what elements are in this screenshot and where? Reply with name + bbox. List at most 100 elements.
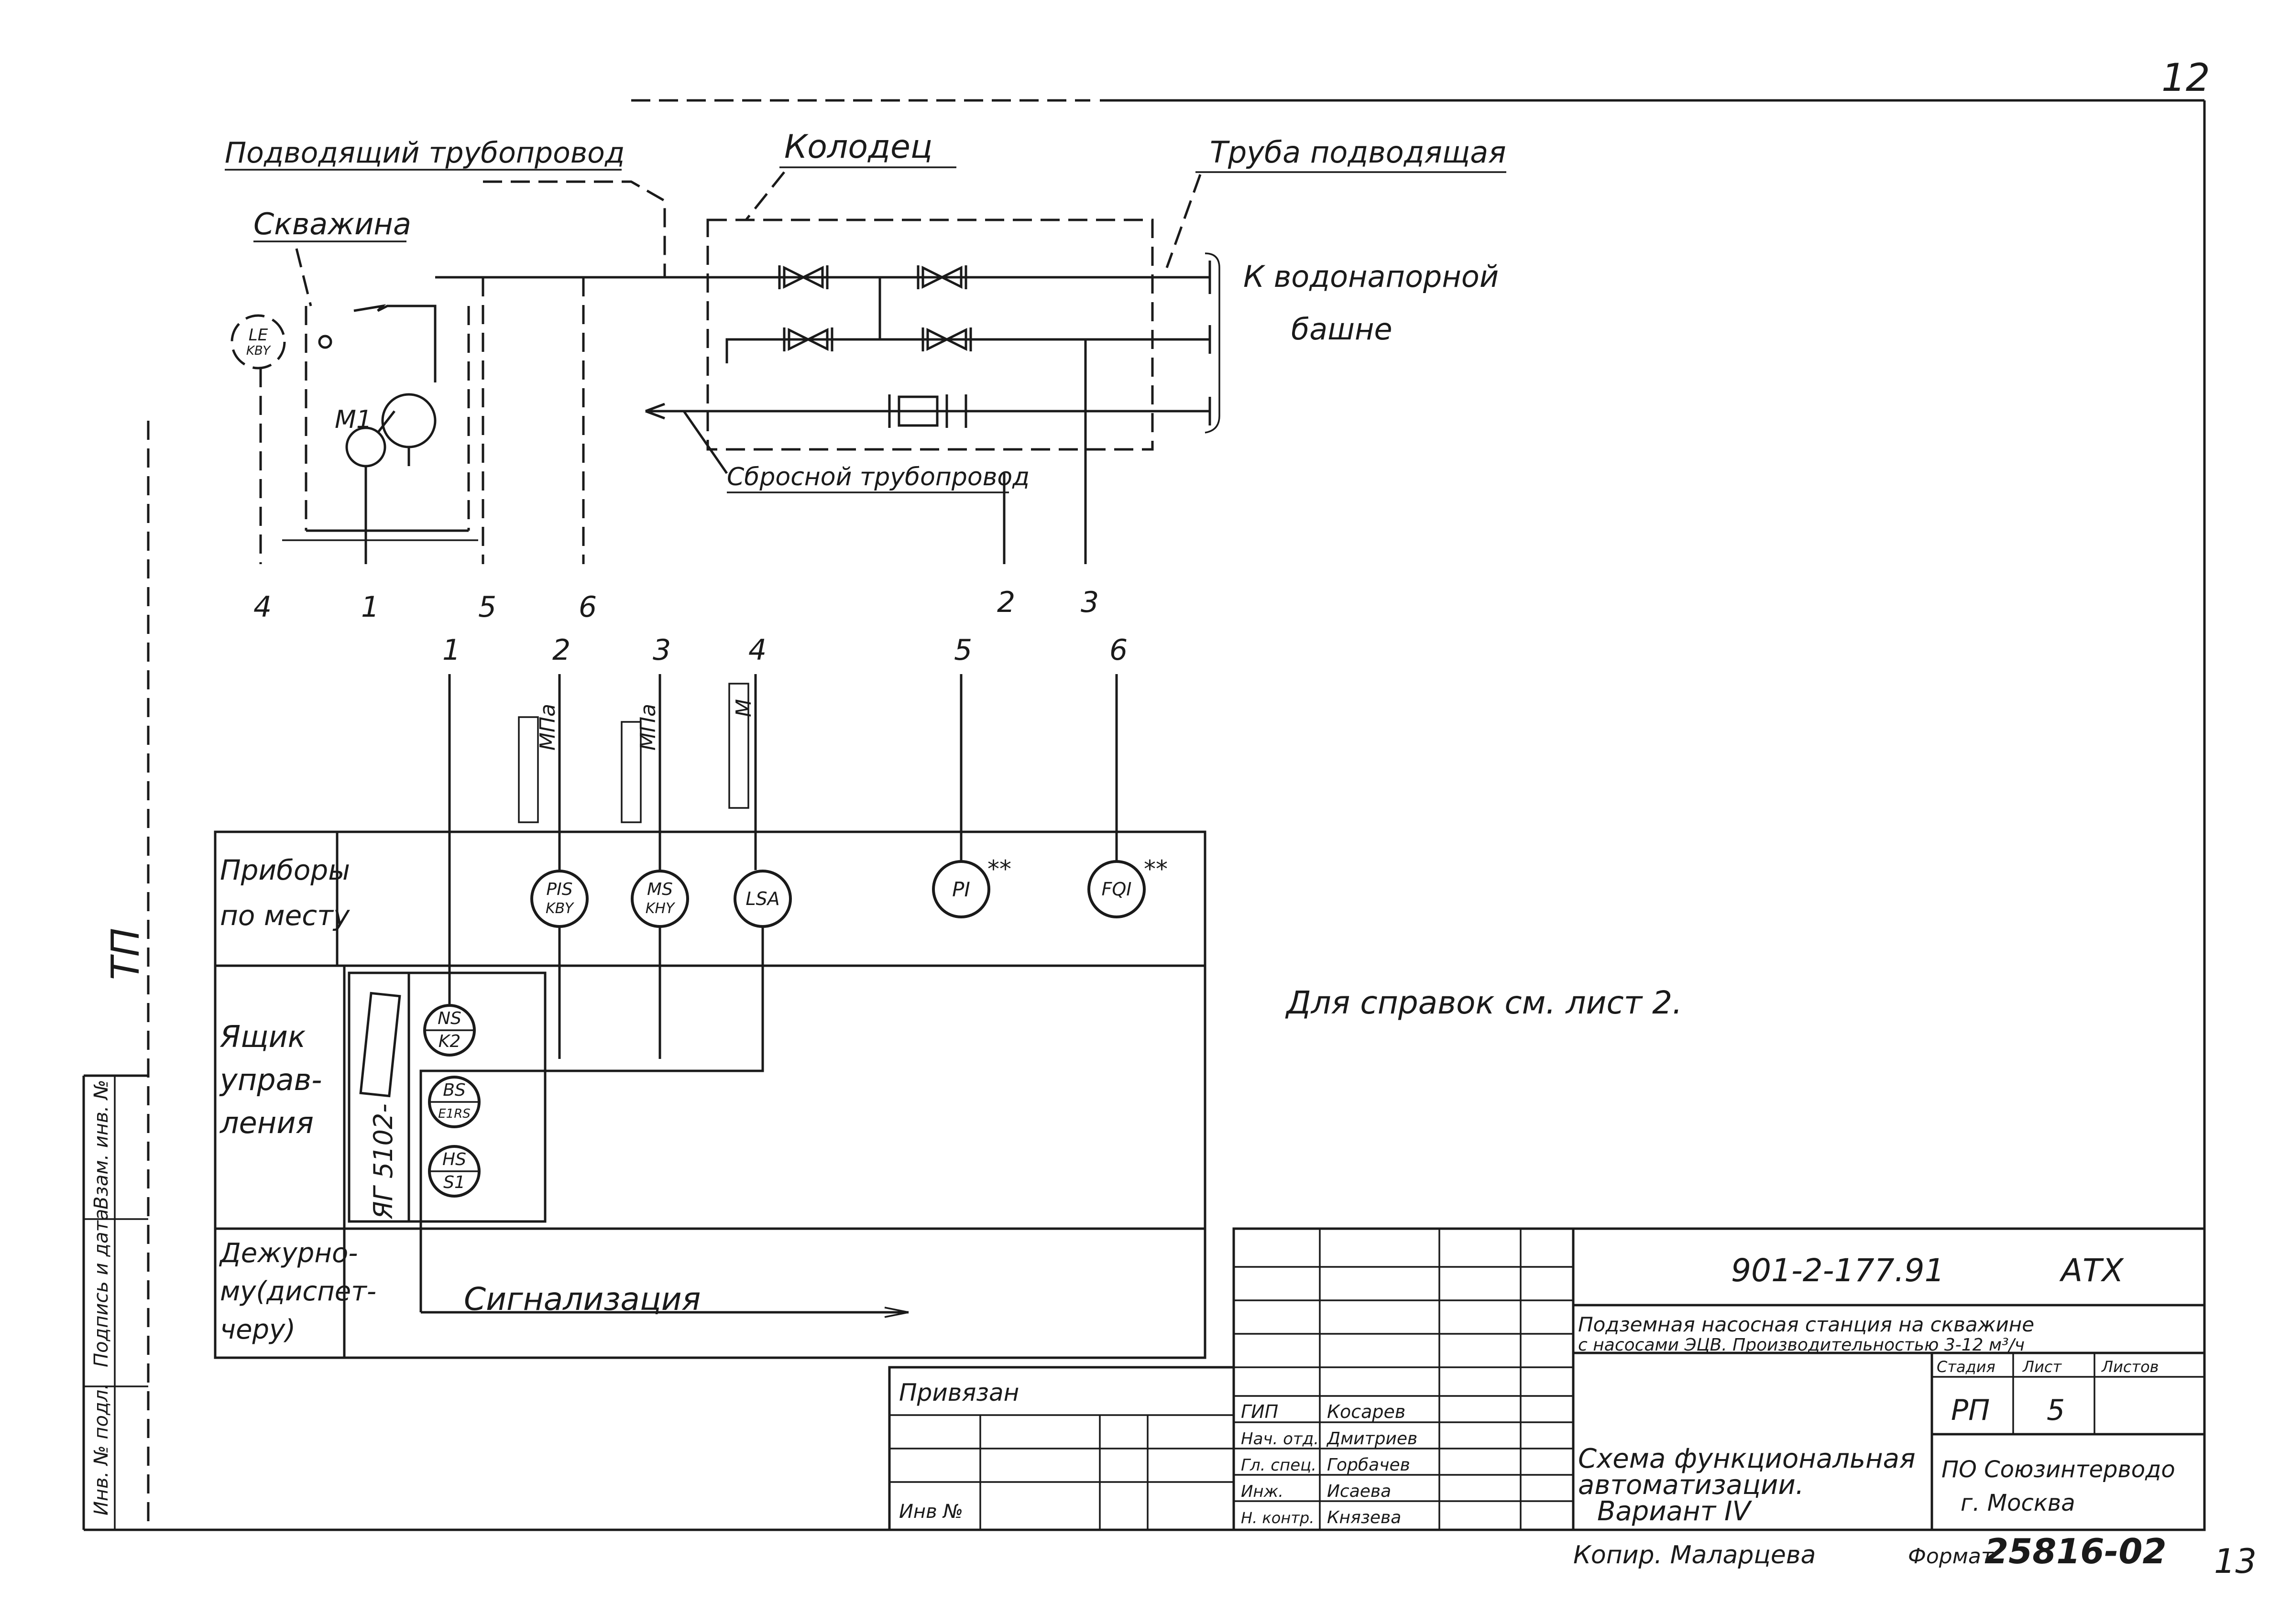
level-switch-le: LE KBY (230, 314, 286, 370)
svg-text:K2: K2 (438, 1032, 461, 1051)
bound-label: Привязан (899, 1379, 1019, 1406)
instrument-table: Приборы по месту Ящик управ- ления Дежур… (214, 830, 1206, 1359)
inst-conn-4: 4 (748, 633, 767, 667)
margin-stamp-replaced: Взам. инв. № (90, 1079, 112, 1210)
sheet-code: 25816-02 (1984, 1531, 2167, 1571)
process-scheme: Подводящий трубопровод Скважина Колодец … (225, 128, 1506, 624)
row-cabinet-line3: ления (219, 1105, 314, 1140)
cable-mark-1: МПа (536, 704, 560, 751)
well-label: Скважина (253, 207, 411, 241)
process-conn-3: 3 (1081, 586, 1099, 619)
cabinet-model: ЯГ 5102- (368, 1103, 398, 1220)
name-0: Косарев (1327, 1401, 1405, 1422)
inst-conn-2: 2 (552, 633, 570, 667)
org-line-1: ПО Союзинтерводо (1941, 1456, 2175, 1483)
svg-text:MS: MS (647, 880, 673, 899)
valve-3 (783, 327, 833, 351)
format-label: Формат (1908, 1544, 1994, 1569)
role-1: Нач. отд. (1241, 1429, 1319, 1449)
role-4: Н. контр. (1241, 1509, 1314, 1527)
inst-conn-1: 1 (442, 633, 460, 667)
process-conn-1: 1 (361, 590, 379, 624)
name-4: Князева (1327, 1508, 1401, 1527)
project-line-1: Подземная насосная станция на скважине (1578, 1313, 2034, 1336)
le-tag: LE (249, 326, 268, 345)
process-conn-2: 2 (997, 586, 1015, 619)
margin-stamp-inv-no: Инв. № подл. (90, 1384, 112, 1515)
motor-label: M1 (335, 405, 372, 434)
svg-text:PI: PI (952, 878, 970, 901)
cable-mark-2: МПа (636, 704, 660, 751)
org-line-2: г. Москва (1961, 1490, 2075, 1516)
flow-meter (888, 394, 967, 428)
role-0: ГИП (1241, 1401, 1278, 1422)
drawing-title-2: автоматизации. (1578, 1470, 1804, 1501)
discharge-pipeline-label: Сбросной трубопровод (727, 463, 1030, 491)
valve-4 (921, 327, 972, 351)
row-cabinet-line2: управ- (219, 1062, 322, 1097)
svg-text:PIS: PIS (546, 880, 572, 899)
row-field-line2: по месту (220, 899, 350, 932)
page-number: 12 (2161, 55, 2210, 100)
stage-value: РП (1951, 1394, 1990, 1427)
row-dispatcher-line1: Дежурно- (219, 1238, 358, 1269)
name-1: Дмитриев (1326, 1429, 1417, 1449)
svg-text:E1RS: E1RS (438, 1107, 471, 1121)
doc-mark: АТХ (2059, 1252, 2124, 1289)
signalling-label: Сигнализация (464, 1281, 701, 1318)
stage-header: Стадия (1937, 1358, 1995, 1376)
process-conn-5: 5 (478, 590, 496, 624)
instrument-ns: NS K2 (423, 1004, 476, 1057)
svg-text:HS: HS (442, 1150, 466, 1169)
instrument-connections: 1 2 3 4 5 6 МПа МПа М (442, 633, 1128, 1004)
chamber-label: Колодец (784, 128, 932, 166)
role-3: Инж. (1241, 1482, 1283, 1501)
fqi-footnote-mark: ** (1144, 855, 1168, 883)
row-cabinet-line1: Ящик (219, 1019, 306, 1054)
row-dispatcher-line3: черу) (220, 1314, 296, 1345)
svg-text:NS: NS (438, 1009, 461, 1028)
cable-mark-3: М (732, 699, 756, 717)
margin-stamp-signature: Подпись и дата (90, 1209, 112, 1367)
sheet-header: Лист (2022, 1358, 2062, 1376)
role-2: Гл. спец. (1241, 1456, 1316, 1475)
row-field-line1: Приборы (220, 854, 350, 886)
copied-by: Копир. Маларцева (1573, 1541, 1816, 1570)
drawing-title-1: Схема функциональная (1578, 1443, 1916, 1474)
tp-margin-label: ТП (103, 928, 148, 980)
instrument-ms: MS KHY (631, 870, 689, 928)
svg-text:S1: S1 (443, 1173, 465, 1192)
inst-conn-6: 6 (1109, 633, 1128, 667)
valve-2 (917, 265, 967, 289)
instrument-lsa: LSA (734, 870, 792, 928)
instrument-fqi: FQI ** (1087, 855, 1168, 918)
svg-text:FQI: FQI (1102, 879, 1132, 900)
doc-code: 901-2-177.91 (1731, 1252, 1945, 1289)
pi-footnote-mark: ** (987, 855, 1011, 883)
name-3: Исаева (1327, 1482, 1391, 1501)
to-tower-label-1: К водонапорной (1243, 259, 1499, 294)
svg-text:BS: BS (443, 1080, 466, 1100)
process-conn-4: 4 (253, 590, 272, 624)
to-tower-label-2: башне (1291, 312, 1392, 347)
title-block: Привязан Инв № ГИП Нач. отд. Гл. спец. И… (888, 1227, 2206, 1531)
drawing-title-3: Вариант IV (1597, 1496, 1753, 1527)
inst-conn-3: 3 (653, 633, 671, 667)
name-2: Горбачев (1327, 1455, 1410, 1475)
valve-1 (778, 265, 829, 289)
le-function: KBY (246, 344, 271, 358)
instrument-pis: PIS KBY (530, 870, 589, 928)
instrument-hs: HS S1 (428, 1145, 481, 1198)
continuation-number: 13 (2214, 1542, 2257, 1581)
row-dispatcher-line2: му(диспет- (220, 1276, 376, 1307)
sheets-header: Листов (2101, 1358, 2159, 1376)
svg-text:KHY: KHY (646, 900, 676, 917)
for-reference-note: Для справок см. лист 2. (1285, 984, 1682, 1021)
svg-text:KBY: KBY (546, 900, 575, 917)
instrument-bs: BS E1RS (428, 1076, 481, 1128)
svg-text:LSA: LSA (745, 888, 779, 909)
inv-no-label: Инв № (899, 1501, 963, 1523)
inst-conn-5: 5 (954, 633, 972, 667)
sheet-value: 5 (2047, 1394, 2065, 1427)
